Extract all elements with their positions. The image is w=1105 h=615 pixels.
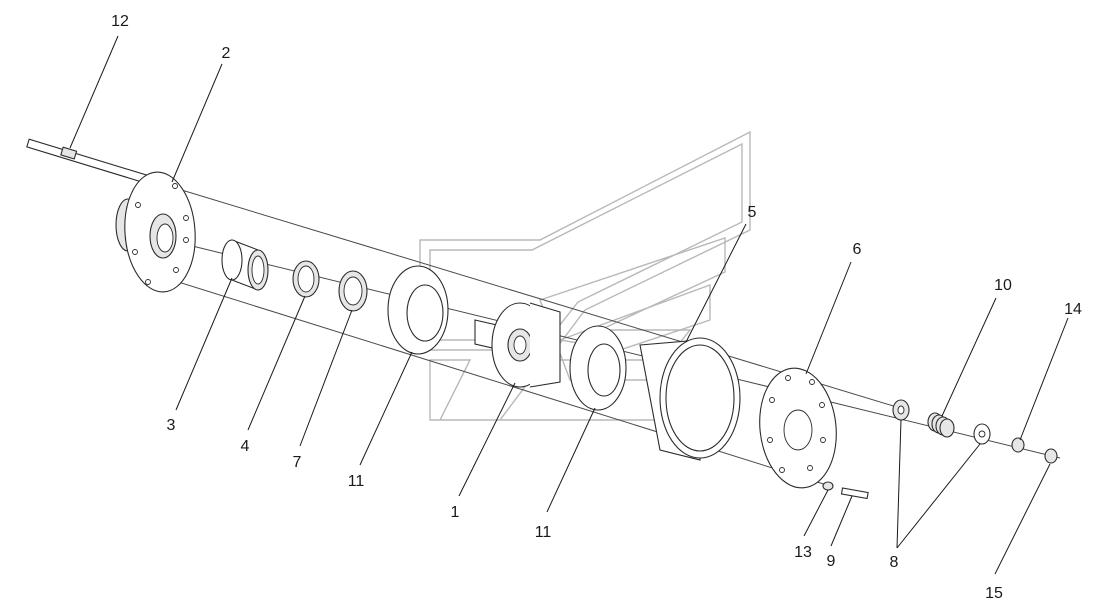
callout-13: 13 xyxy=(794,544,812,561)
washer-part-8-right xyxy=(973,423,991,445)
callout-4: 4 xyxy=(241,438,250,455)
callout-labels: 12 2 3 4 7 11 1 11 5 6 10 14 13 9 8 15 xyxy=(111,13,1082,602)
central-housing-part-1 xyxy=(474,302,561,388)
disc-part-11-left xyxy=(387,265,449,355)
callout-6: 6 xyxy=(853,241,862,258)
callout-1: 1 xyxy=(451,504,460,521)
callout-2: 2 xyxy=(222,45,231,62)
bolt-part-9 xyxy=(840,487,869,500)
disc-part-11-right xyxy=(569,325,627,411)
spring-part-10 xyxy=(927,412,955,438)
nut-part-13 xyxy=(822,481,834,491)
ring-part-4 xyxy=(292,260,320,298)
washer-part-8-left xyxy=(892,399,910,421)
ring-part-7 xyxy=(338,270,368,312)
bushing-part-3 xyxy=(221,239,269,291)
cylinder-part-5 xyxy=(639,337,741,461)
callout-10: 10 xyxy=(994,277,1012,294)
callout-12: 12 xyxy=(111,13,129,30)
callout-14: 14 xyxy=(1064,301,1082,318)
leader-lines xyxy=(69,35,1069,575)
callout-11-left: 11 xyxy=(348,473,365,490)
callout-9: 9 xyxy=(827,553,836,570)
rear-flange-part-6 xyxy=(759,367,837,489)
callout-11-right: 11 xyxy=(535,524,552,541)
bolt-part-12 xyxy=(26,138,174,192)
front-flange-part-2 xyxy=(115,171,196,293)
callout-7: 7 xyxy=(293,454,302,471)
nut-part-15 xyxy=(1044,448,1058,464)
callout-5: 5 xyxy=(748,204,757,221)
callout-3: 3 xyxy=(167,417,176,434)
callout-15: 15 xyxy=(985,585,1003,602)
nut-part-14 xyxy=(1011,437,1025,453)
watermark-logo xyxy=(419,130,751,421)
callout-8: 8 xyxy=(890,554,899,571)
